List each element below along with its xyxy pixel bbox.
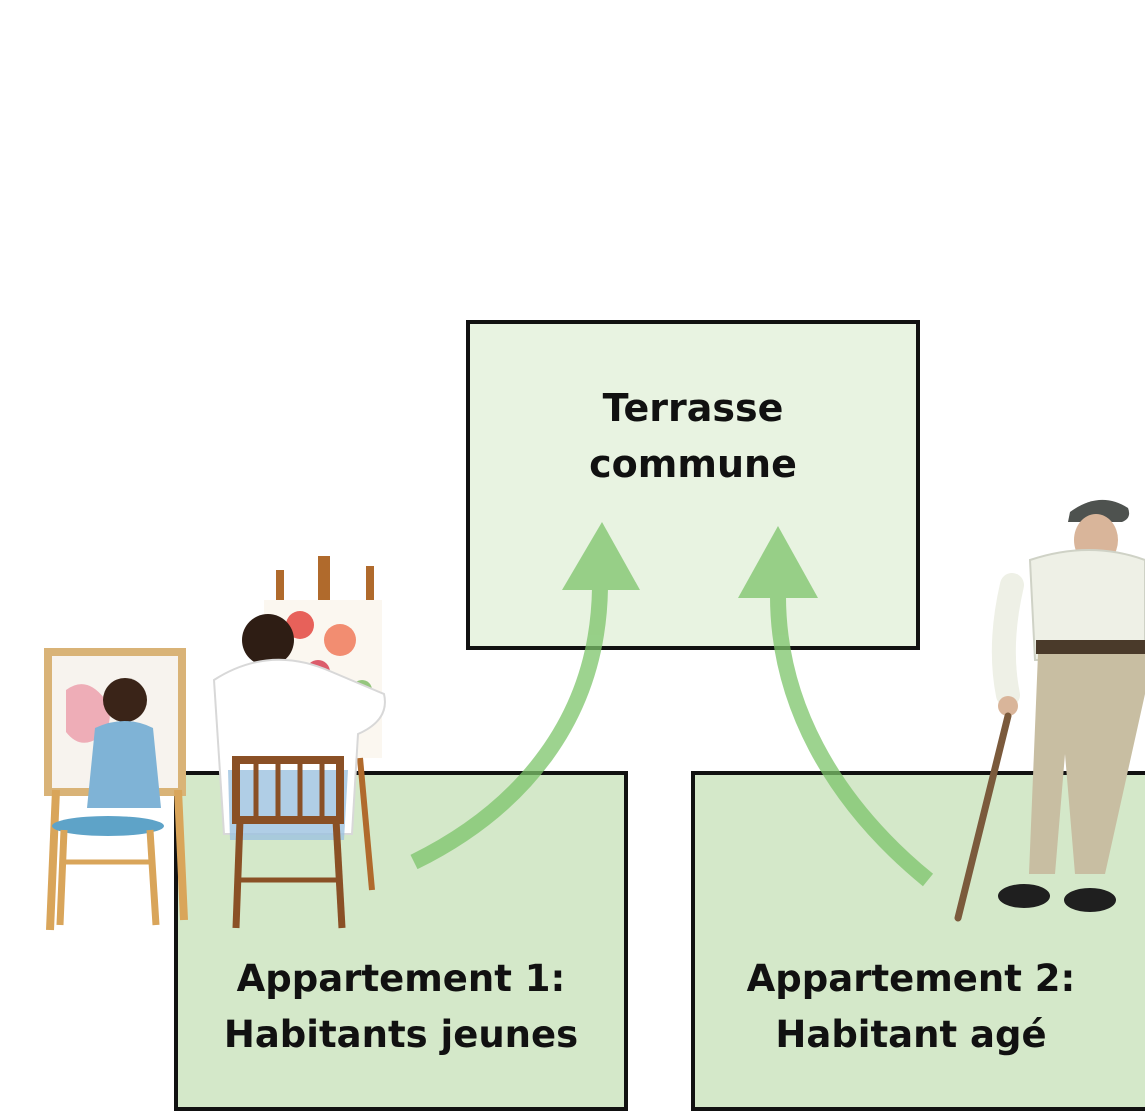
- terrace-label-line1: Terrasse: [602, 386, 784, 430]
- apartment1-box: Appartement 1: Habitants jeunes: [174, 771, 628, 1111]
- painter-at-easel-icon: [212, 556, 386, 929]
- apartment1-label-line1: Appartement 1:: [236, 957, 566, 1000]
- terrace-label-line2: commune: [589, 442, 797, 486]
- apartment2-label-line2: Habitant agé: [775, 1013, 1047, 1056]
- child-at-easel-icon: [44, 648, 188, 931]
- terrace-box: Terrasse commune: [466, 320, 920, 650]
- arrow-apartment2-to-terrace: [738, 526, 934, 887]
- apartment2-label-line1: Appartement 2:: [746, 957, 1076, 1000]
- elderly-man-with-cane-icon: [954, 499, 1145, 922]
- apartment2-box: Appartement 2: Habitant agé: [691, 771, 1145, 1111]
- apartment1-label-line2: Habitants jeunes: [223, 1013, 579, 1056]
- arrow-apartment1-to-terrace: [410, 522, 640, 870]
